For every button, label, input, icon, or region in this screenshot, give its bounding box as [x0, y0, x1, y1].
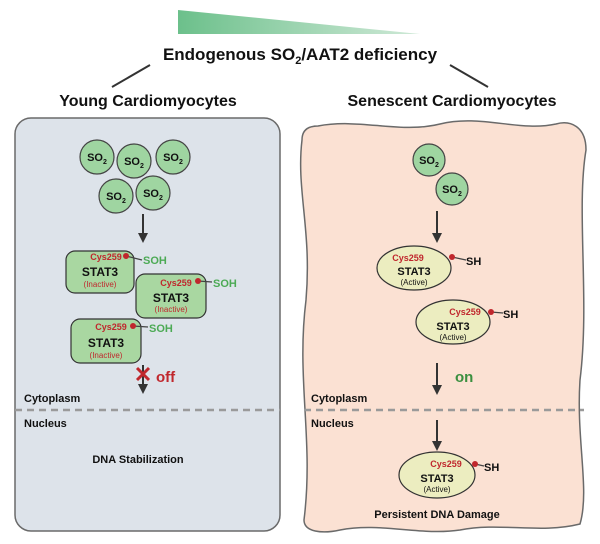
young-stat3-protein: Cys259 SOH STAT3 (Inactive) [70, 318, 173, 364]
protein-state: (Active) [423, 485, 450, 494]
young-panel-title: Young Cardiomyocytes [59, 93, 237, 110]
cys-site-dot [195, 278, 201, 284]
young-outcome-label: DNA Stabilization [92, 454, 184, 466]
molecule-subscript: 2 [179, 159, 183, 166]
molecule-label: SO [419, 155, 435, 167]
nuclear-stat3-protein: Cys259 SH STAT3 (Active) [398, 451, 499, 499]
header-right-branch [449, 64, 489, 88]
molecule-subscript: 2 [458, 191, 462, 198]
senescent-nucleus-label: Nucleus [311, 418, 354, 430]
molecule-label: SO [143, 188, 159, 200]
molecule-label: SO [442, 184, 458, 196]
young-stat3-protein: Cys259 SOH STAT3 (Inactive) [65, 250, 167, 294]
svg-text:SO2: SO2 [163, 152, 183, 166]
oxidation-group: SOH [143, 255, 167, 267]
molecule-subscript: 2 [435, 162, 439, 169]
young-so2-molecule: SO2 [98, 178, 134, 214]
cys-site-label: Cys259 [95, 322, 127, 332]
svg-text:SO2: SO2 [442, 184, 462, 198]
senescent-panel-title: Senescent Cardiomyocytes [348, 93, 557, 110]
protein-name: STAT3 [397, 266, 430, 278]
senescent-stat3-protein: Cys259 SH STAT3 (Active) [376, 245, 481, 291]
thiol-group: SH [503, 309, 518, 321]
protein-state: (Inactive) [155, 305, 188, 314]
on-label: on [455, 369, 473, 386]
protein-name: STAT3 [153, 291, 190, 305]
protein-state: (Active) [439, 333, 466, 342]
young-so2-molecule: SO2 [116, 143, 152, 179]
header-title-subscript: 2 [295, 55, 301, 67]
header-title-suffix: /AAT2 deficiency [301, 45, 437, 64]
protein-name: STAT3 [420, 473, 453, 485]
protein-name: STAT3 [436, 321, 469, 333]
cys-site-label: Cys259 [160, 278, 192, 288]
svg-text:SO2: SO2 [87, 152, 107, 166]
protein-name: STAT3 [82, 265, 119, 279]
cys-site-label: Cys259 [90, 252, 122, 262]
molecule-label: SO [163, 152, 179, 164]
deficiency-gradient-wedge [178, 10, 420, 34]
cys-site-label: Cys259 [430, 459, 462, 469]
cys-site-dot [449, 254, 455, 260]
cys-site-dot [488, 309, 494, 315]
protein-state: (Inactive) [90, 351, 123, 360]
header-title: Endogenous SO2/AAT2 deficiency [163, 45, 438, 67]
molecule-subscript: 2 [122, 198, 126, 205]
header-left-branch [111, 64, 151, 88]
protein-state: (Inactive) [84, 280, 117, 289]
young-nucleus-label: Nucleus [24, 418, 67, 430]
molecule-label: SO [87, 152, 103, 164]
young-so2-molecule: SO2 [155, 139, 191, 175]
senescent-so2-molecule: SO2 [412, 143, 446, 177]
protein-state: (Active) [400, 278, 427, 287]
cys-site-label: Cys259 [392, 253, 424, 263]
cys-site-dot [130, 323, 136, 329]
molecule-label: SO [106, 191, 122, 203]
thiol-group: SH [484, 462, 499, 474]
oxidation-group: SOH [213, 278, 237, 290]
off-label: off [156, 369, 176, 386]
molecule-subscript: 2 [103, 159, 107, 166]
young-so2-molecule: SO2 [79, 139, 115, 175]
molecule-label: SO [124, 156, 140, 168]
young-stat3-protein: Cys259 SOH STAT3 (Inactive) [135, 273, 237, 319]
thiol-group: SH [466, 256, 481, 268]
protein-name: STAT3 [88, 336, 125, 350]
header-title-prefix: Endogenous SO [163, 45, 295, 64]
svg-text:SO2: SO2 [419, 155, 439, 169]
senescent-cytoplasm-label: Cytoplasm [311, 393, 367, 405]
oxidation-group: SOH [149, 323, 173, 335]
young-cell [14, 117, 281, 532]
young-so2-molecule: SO2 [135, 175, 171, 211]
cys-site-dot [472, 461, 478, 467]
svg-text:SO2: SO2 [106, 191, 126, 205]
young-cytoplasm-label: Cytoplasm [24, 393, 80, 405]
senescent-outcome-label: Persistent DNA Damage [374, 509, 500, 521]
svg-text:SO2: SO2 [124, 156, 144, 170]
senescent-stat3-protein: Cys259 SH STAT3 (Active) [415, 299, 518, 345]
cys-site-label: Cys259 [449, 307, 481, 317]
block-x-icon [135, 366, 151, 382]
molecule-subscript: 2 [159, 195, 163, 202]
svg-text:SO2: SO2 [143, 188, 163, 202]
cys-site-dot [123, 253, 129, 259]
molecule-subscript: 2 [140, 163, 144, 170]
senescent-so2-molecule: SO2 [435, 172, 469, 206]
